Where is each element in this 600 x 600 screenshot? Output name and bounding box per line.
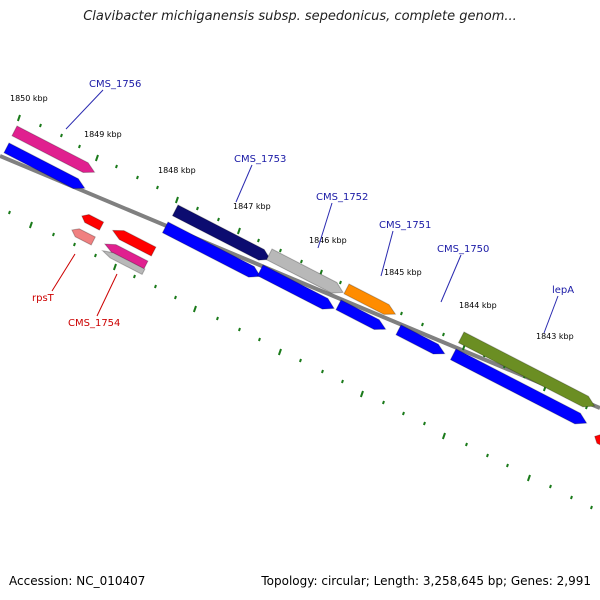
leader-line xyxy=(235,164,253,203)
scale-tick xyxy=(156,185,159,190)
scale-tick xyxy=(441,432,446,440)
scale-tick xyxy=(423,421,426,426)
leader-line xyxy=(543,295,559,334)
scale-tick xyxy=(257,238,260,243)
scale-tick xyxy=(192,305,197,313)
gene-label: CMS_1751 xyxy=(379,220,431,231)
scale-tick xyxy=(52,232,55,237)
scale-tick xyxy=(570,495,573,500)
backbone-line xyxy=(0,154,600,410)
map-title: Clavibacter michiganensis subsp. sepedon… xyxy=(83,9,517,24)
scale-tick xyxy=(258,337,261,342)
gene-arrow xyxy=(11,125,96,174)
gene-label: CMS_1753 xyxy=(234,154,286,165)
gene-arrow xyxy=(111,229,157,257)
scale-tick xyxy=(112,263,117,271)
scale-tick xyxy=(136,175,139,180)
leader-line xyxy=(65,89,104,130)
scale-tick xyxy=(238,327,241,332)
scale-tick xyxy=(236,227,241,235)
scale-tick xyxy=(279,248,282,253)
scale-tick xyxy=(442,332,445,337)
gene-arrow xyxy=(71,228,96,246)
accession-text: Accession: NC_010407 xyxy=(9,574,146,588)
scale-tick xyxy=(174,295,177,300)
scale-tick xyxy=(60,133,63,138)
kbp-label: 1843 kbp xyxy=(536,332,574,341)
leader-line xyxy=(51,253,76,292)
gene-label: CMS_1754 xyxy=(68,318,120,329)
scale-tick xyxy=(486,453,489,458)
scale-tick xyxy=(216,316,219,321)
gene-arrow xyxy=(343,283,397,315)
scale-tick xyxy=(321,369,324,374)
scale-tick xyxy=(73,242,76,247)
leader-line xyxy=(440,254,462,303)
kbp-label: 1845 kbp xyxy=(384,268,422,277)
scale-tick xyxy=(28,221,33,229)
scale-tick xyxy=(400,311,403,316)
gene-arrow xyxy=(265,248,344,294)
leader-line xyxy=(317,202,333,249)
topology-text: Topology: circular; Length: 3,258,645 bp… xyxy=(261,574,591,588)
scale-tick xyxy=(359,390,364,398)
cds-arrow xyxy=(449,348,588,425)
cds-arrow xyxy=(335,299,387,331)
scale-tick xyxy=(94,253,97,258)
scale-tick xyxy=(526,474,531,482)
scale-tick xyxy=(133,274,136,279)
gene-label: lepA xyxy=(552,285,574,296)
scale-tick xyxy=(382,400,385,405)
scale-tick xyxy=(154,284,157,289)
scale-tick xyxy=(94,154,99,162)
scale-tick xyxy=(78,144,81,149)
kbp-label: 1844 kbp xyxy=(459,301,497,310)
scale-tick xyxy=(341,379,344,384)
gene-label: CMS_1756 xyxy=(89,79,141,90)
cds-arrow xyxy=(395,324,446,355)
leader-line xyxy=(96,273,118,317)
gene-arrow xyxy=(101,249,146,276)
kbp-label: 1850 kbp xyxy=(10,94,48,103)
gene-label: CMS_1752 xyxy=(316,192,368,203)
cds-arrow xyxy=(256,264,335,310)
scale-tick xyxy=(549,484,552,489)
scale-tick xyxy=(277,348,282,356)
cds-arrow xyxy=(3,142,86,190)
scale-tick xyxy=(8,210,11,215)
scale-tick xyxy=(115,164,118,169)
scale-tick xyxy=(402,411,405,416)
scale-tick xyxy=(39,123,42,128)
gene-arrow xyxy=(81,213,105,231)
kbp-label: 1848 kbp xyxy=(158,166,196,175)
gene-arrow xyxy=(171,204,272,261)
gene-arrow xyxy=(594,434,600,446)
scale-tick xyxy=(506,463,509,468)
gene-arrow xyxy=(457,331,596,408)
scale-tick xyxy=(217,217,220,222)
cds-arrow xyxy=(161,221,262,278)
leader-line xyxy=(380,230,394,277)
kbp-label: 1849 kbp xyxy=(84,130,122,139)
scale-tick xyxy=(16,114,21,122)
scale-tick xyxy=(421,322,424,327)
scale-tick xyxy=(299,358,302,363)
scale-tick xyxy=(174,196,179,204)
scale-tick xyxy=(590,505,593,510)
scale-tick xyxy=(465,442,468,447)
kbp-label: 1846 kbp xyxy=(309,236,347,245)
kbp-label: 1847 kbp xyxy=(233,202,271,211)
scale-tick xyxy=(339,280,342,285)
scale-tick xyxy=(196,206,199,211)
gene-label: rpsT xyxy=(32,293,55,304)
scale-tick xyxy=(300,259,303,264)
gene-label: CMS_1750 xyxy=(437,244,489,255)
